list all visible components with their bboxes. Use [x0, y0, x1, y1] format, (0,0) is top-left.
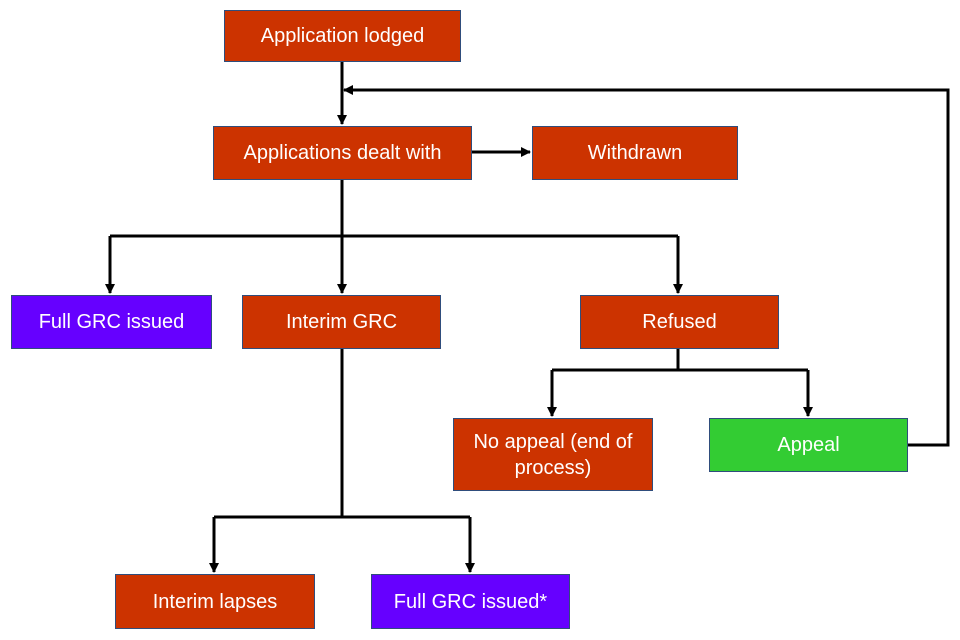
node-label: Withdrawn: [587, 142, 683, 164]
node-label: Refused: [642, 311, 717, 333]
node-label: Interim lapses: [152, 590, 278, 613]
node-appeal: Appeal: [709, 418, 908, 472]
node-no-appeal: No appeal (end of process): [453, 418, 653, 491]
node-withdrawn: Withdrawn: [532, 126, 738, 180]
node-label: Appeal: [777, 434, 840, 456]
node-refused: Refused: [580, 295, 779, 349]
node-label: Interim GRC: [285, 311, 398, 333]
node-label: Application lodged: [260, 25, 425, 47]
node-full-grc-issued-star: Full GRC issued*: [371, 574, 570, 629]
node-full-grc-issued: Full GRC issued: [11, 295, 212, 349]
node-label: Applications dealt with: [243, 142, 442, 164]
arrow-appeal-loop-back: [343, 85, 950, 447]
node-applications-dealt-with: Applications dealt with: [213, 126, 472, 180]
node-label: Full GRC issued: [38, 311, 185, 333]
node-interim-lapses: Interim lapses: [115, 574, 315, 629]
node-application-lodged: Application lodged: [224, 10, 461, 62]
node-label: Full GRC issued*: [393, 590, 548, 613]
node-interim-grc: Interim GRC: [242, 295, 441, 349]
node-label: No appeal (end of process): [473, 430, 633, 479]
